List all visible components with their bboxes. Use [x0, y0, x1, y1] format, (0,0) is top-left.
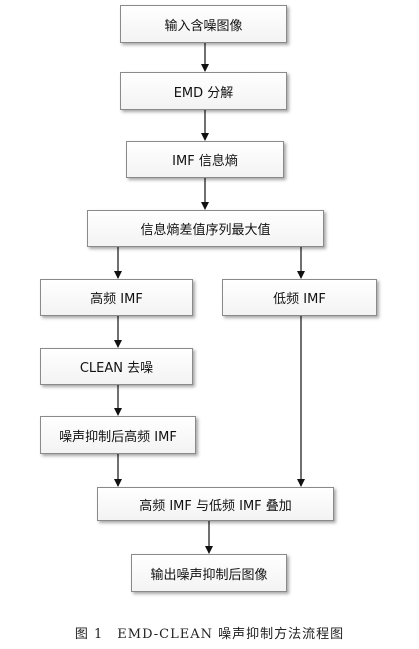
- node-imf-entropy: IMF 信息熵: [126, 141, 284, 178]
- node-low-freq-imf: 低频 IMF: [222, 279, 377, 316]
- node-high-freq-imf: 高频 IMF: [40, 279, 193, 316]
- node-entropy-diff-max: 信息熵差值序列最大值: [87, 210, 324, 247]
- figure-title: EMD-CLEAN 噪声抑制方法流程图: [117, 627, 345, 642]
- node-clean-denoise: CLEAN 去噪: [40, 348, 193, 385]
- node-input-noisy-image: 输入含噪图像: [120, 5, 287, 43]
- figure-number: 图 1: [74, 627, 104, 642]
- figure-caption: 图 1 EMD-CLEAN 噪声抑制方法流程图: [0, 623, 419, 642]
- node-emd-decomposition: EMD 分解: [120, 72, 287, 110]
- node-suppressed-high-imf: 噪声抑制后高频 IMF: [40, 416, 196, 454]
- node-output-image: 输出噪声抑制后图像: [131, 554, 287, 592]
- node-merge-high-low-imf: 高频 IMF 与低频 IMF 叠加: [97, 487, 334, 521]
